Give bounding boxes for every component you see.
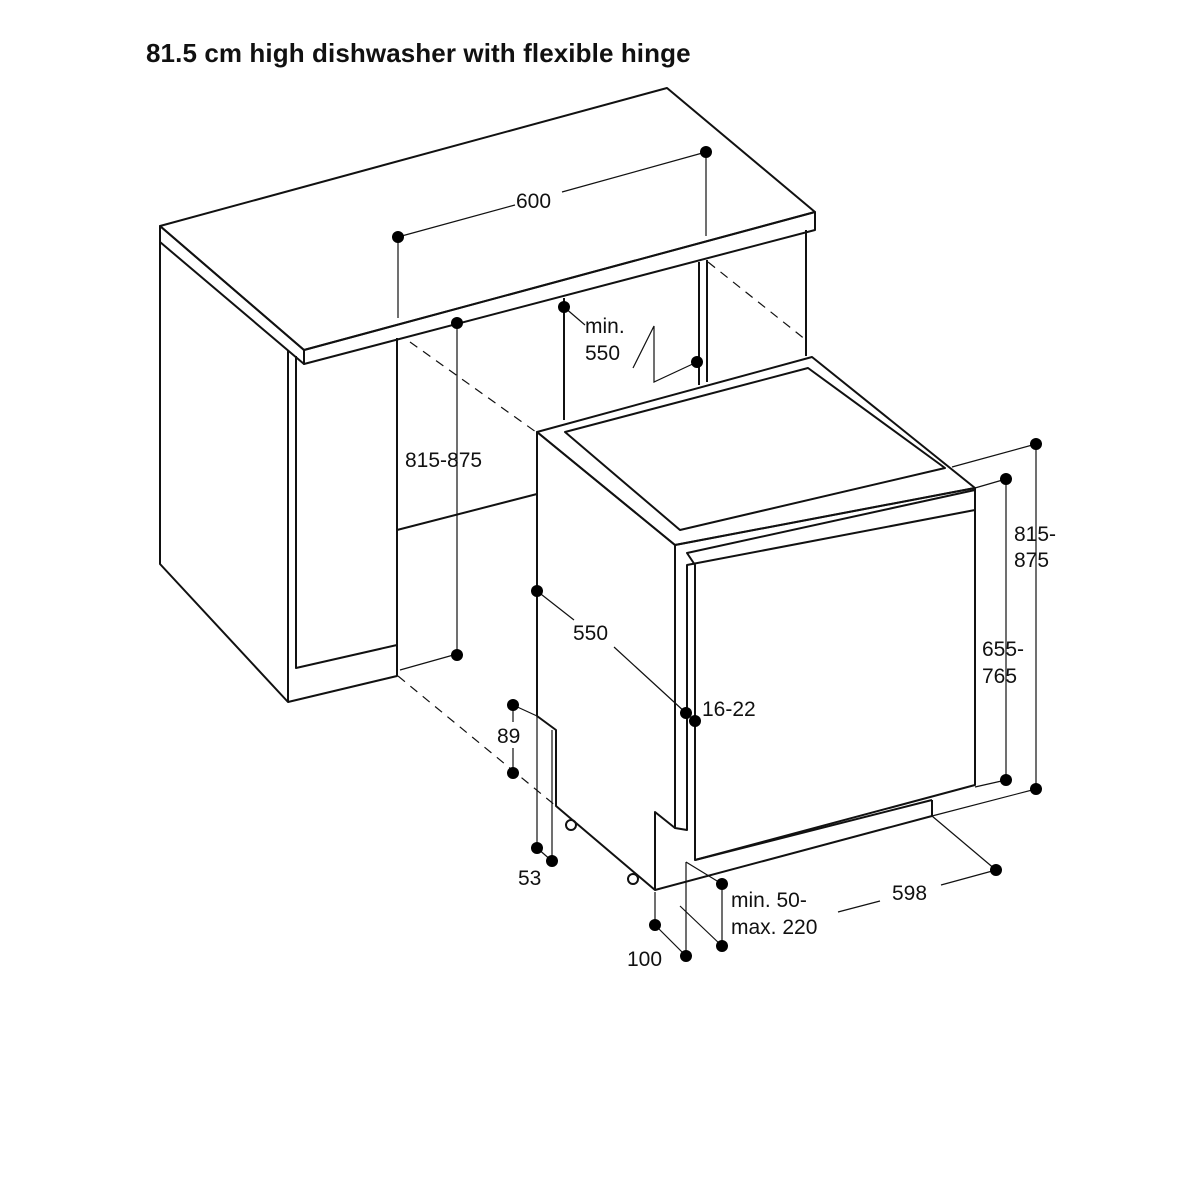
dim-gap-dot-bottom — [716, 940, 728, 952]
dim-niche-height-dot-top — [451, 317, 463, 329]
label-door-gap: 16-22 — [702, 698, 756, 721]
label-niche-width: 600 — [516, 190, 551, 213]
dim-depth-line-b — [613, 646, 687, 714]
dim-598-line-a — [837, 900, 881, 913]
label-appliance-width: 598 — [892, 882, 927, 905]
dim-min550-zigzag — [632, 325, 698, 383]
dishwasher-plinth — [654, 800, 933, 891]
label-appliance-height-2: 875 — [1014, 549, 1049, 572]
niche-back-bottom — [396, 493, 538, 531]
floor-dash-right — [707, 261, 807, 341]
dishwasher-front-strip — [674, 487, 976, 831]
dishwasher-top-inset — [564, 367, 946, 531]
kitchen-cabinet — [159, 87, 816, 807]
dim-gap-dot-top — [716, 878, 728, 890]
worktop-front-edge — [159, 225, 305, 365]
dim-gap-line-lower — [679, 905, 723, 947]
label-niche-height: 815-875 — [405, 449, 482, 472]
dim-600-line-a — [397, 204, 516, 238]
dim-53-dot-b — [546, 855, 558, 867]
dim-100-dot-a — [649, 919, 661, 931]
label-plinth-depth: 53 — [518, 867, 541, 890]
dim-100-link — [654, 924, 687, 957]
dim-598-dot — [990, 864, 1002, 876]
dim-600-line-b — [561, 151, 707, 193]
dishwasher-top — [536, 356, 976, 546]
dim-depth-line-a — [536, 590, 575, 621]
label-plinth-offset: 100 — [627, 948, 662, 971]
dim-598-ext — [931, 815, 997, 871]
label-plinth-height: 89 — [497, 725, 520, 748]
label-door-height-1: 655- — [982, 638, 1024, 661]
dim-app-height-dot-bottom — [1030, 783, 1042, 795]
floor-dash-front — [397, 675, 557, 807]
dim-gap-dot — [689, 715, 701, 727]
dim-598-line-b — [940, 869, 997, 886]
label-gap-max: max. 220 — [731, 916, 817, 939]
dim-door-height-dot-top — [1000, 473, 1012, 485]
label-appliance-depth: 550 — [573, 622, 608, 645]
dishwasher-door — [686, 489, 976, 861]
dim-door-height-dot-bottom — [1000, 774, 1012, 786]
cabinet-left-side — [159, 242, 289, 703]
label-gap-min: min. 50- — [731, 889, 807, 912]
label-appliance-height-1: 815- — [1014, 523, 1056, 546]
dim-600-dot-right — [700, 146, 712, 158]
dim-app-height-ext-bottom — [931, 788, 1037, 817]
dimension-lines — [392, 146, 1042, 962]
dim-gap-line-diag — [685, 861, 723, 885]
dim-100-dot-b — [680, 950, 692, 962]
label-niche-depth-min: min. — [585, 315, 625, 338]
dim-app-height-ext-top — [951, 443, 1037, 468]
page-title: 81.5 cm high dishwasher with flexible hi… — [146, 38, 691, 68]
dishwasher-foot-2 — [627, 873, 639, 885]
dimension-labels: 600 min. 550 815-875 815- 875 655- 765 5… — [405, 190, 1056, 971]
dishwasher-plinth-top — [694, 799, 933, 861]
dim-depth-dot-back — [531, 585, 543, 597]
dim-niche-height-dot-bottom — [451, 649, 463, 661]
dim-min550-dot-front — [691, 356, 703, 368]
dishwasher-side-panel — [536, 431, 676, 891]
dim-app-height-dot-top — [1030, 438, 1042, 450]
cabinet-plinth — [287, 356, 398, 703]
dim-niche-height-ext — [399, 653, 458, 671]
dim-53-dot-a — [531, 842, 543, 854]
label-niche-depth-value: 550 — [585, 342, 620, 365]
worktop-side-edge — [303, 211, 816, 365]
dim-depth-dot-front — [680, 707, 692, 719]
dim-89-dot-top — [507, 699, 519, 711]
dim-600-dot-left — [392, 231, 404, 243]
dishwasher-foot-1 — [565, 819, 577, 831]
dim-min550-dot-back — [558, 301, 570, 313]
floor-dash-back — [409, 341, 537, 433]
label-door-height-2: 765 — [982, 665, 1017, 688]
dishwasher — [536, 356, 976, 891]
dim-89-dot-bottom — [507, 767, 519, 779]
